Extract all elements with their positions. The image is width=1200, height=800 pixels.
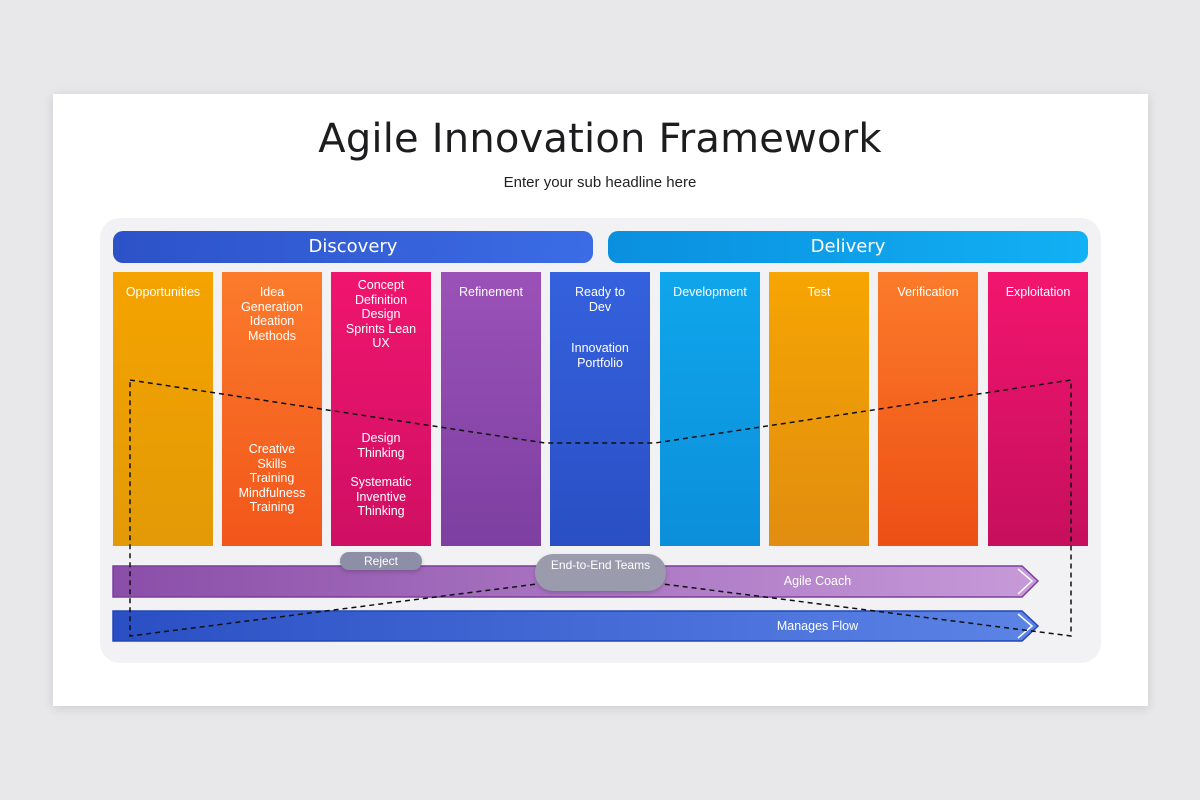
column-label: Idea Generation Ideation Methods [241, 285, 303, 343]
end-to-end-teams-pill: End-to-End Teams [535, 554, 666, 591]
column-label: Refinement [459, 285, 523, 299]
column-label: Opportunities [125, 285, 201, 299]
manages-flow-arrow [112, 610, 1040, 642]
column-label: Exploitation [1005, 285, 1071, 299]
phase-discovery-bar: Discovery [113, 231, 593, 263]
column-label: Development [673, 285, 747, 299]
column-label: Verification [897, 285, 959, 299]
page-subtitle: Enter your sub headline here [503, 174, 697, 191]
page-title: Agile Innovation Framework [318, 116, 882, 162]
column-sub-label: Innovation Portfolio [571, 341, 629, 370]
reject-pill: Reject [340, 552, 422, 570]
column-label: Concept Definition Design Sprints Lean U… [345, 278, 417, 350]
manages-flow-label: Manages Flow [776, 619, 859, 633]
phase-delivery-bar: Delivery [608, 231, 1088, 263]
column-label: Ready to Dev [574, 285, 626, 314]
column-label: Test [807, 285, 831, 299]
agile-coach-label: Agile Coach [783, 574, 852, 588]
